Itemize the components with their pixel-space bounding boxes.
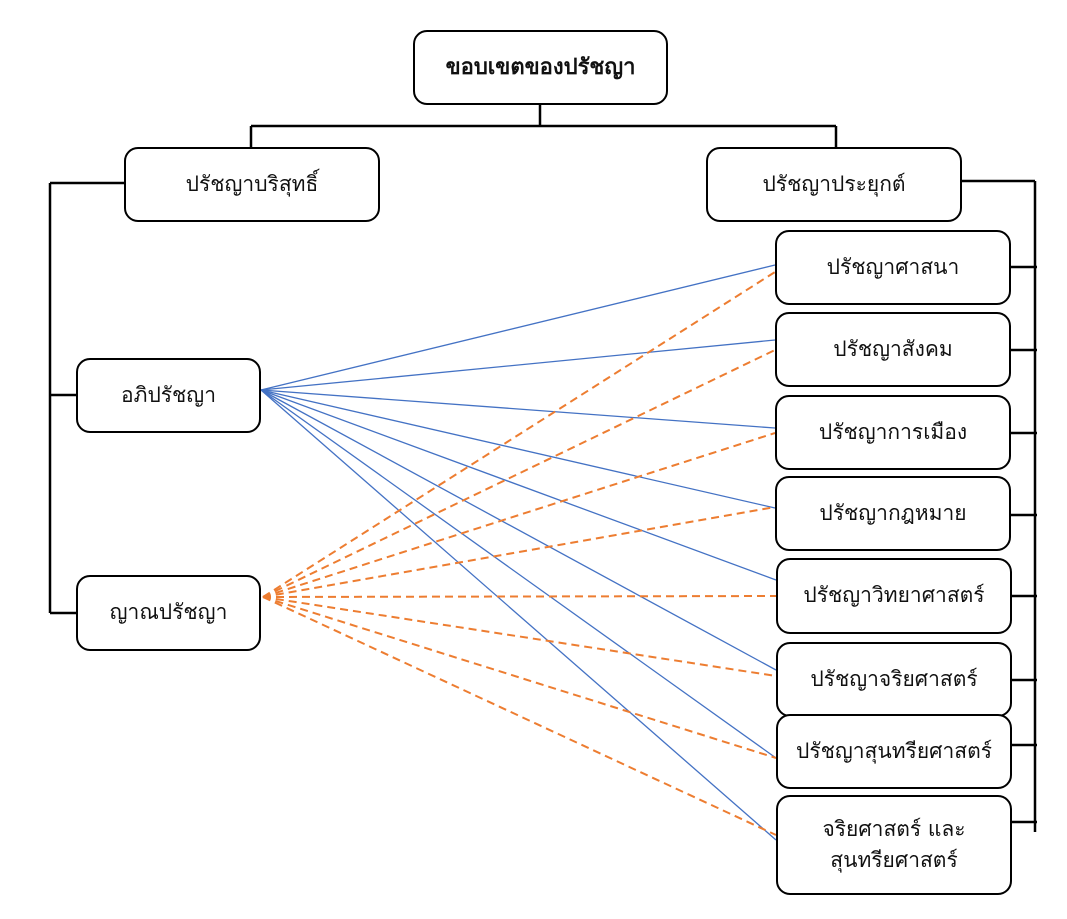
- metaphysics-link-line: [260, 264, 776, 391]
- node-box-philosophy-of-law: ปรัชญากฎหมาย: [775, 476, 1011, 551]
- node-label-metaphysics: อภิปรัชญา: [120, 382, 216, 407]
- epistemology-link-line: [262, 349, 776, 598]
- node-label-line-1: จริยศาสตร์ และ: [822, 816, 966, 841]
- root-label: ขอบเขตของปรัชญา: [445, 55, 636, 80]
- node-box-ethics-philosophy: ปรัชญาจริยศาสตร์: [776, 642, 1012, 717]
- node-box-philosophy-of-religion: ปรัชญาศาสนา: [775, 230, 1011, 305]
- node-label: ปรัชญากฎหมาย: [819, 500, 967, 525]
- metaphysics-link-line: [260, 389, 777, 759]
- branch-box-pure-philosophy: ปรัชญาบริสุทธิ์: [124, 147, 380, 222]
- epistemology-link-line: [262, 506, 776, 598]
- epistemology-link-line: [262, 596, 777, 759]
- node-label-epistemology: ญาณปรัชญา: [109, 600, 228, 625]
- branch-box-applied-philosophy: ปรัชญาประยุกต์: [706, 147, 962, 222]
- metaphysics-link-line: [260, 389, 777, 581]
- node-label-line-2: สุนทรียศาสตร์: [830, 848, 958, 872]
- epistemology-link-line: [262, 595, 777, 598]
- node-box-philosophy-of-science: ปรัชญาวิทยาศาสตร์: [776, 558, 1012, 634]
- epistemology-link-line: [262, 596, 777, 677]
- node-label: ปรัชญาสุนทรียศาสตร์: [795, 738, 992, 763]
- node-label: ปรัชญาการเมือง: [818, 419, 968, 444]
- node-box-ethics-and-aesthetics: จริยศาสตร์ และ สุนทรียศาสตร์: [776, 795, 1012, 895]
- branch-label-applied: ปรัชญาประยุกต์: [762, 171, 906, 196]
- node-label: ปรัชญาจริยศาสตร์: [810, 666, 978, 691]
- node-label: ปรัชญาศาสนา: [826, 254, 960, 279]
- node-box-epistemology: ญาณปรัชญา: [76, 575, 261, 651]
- root-box-scope-of-philosophy: ขอบเขตของปรัชญา: [413, 30, 668, 105]
- node-box-political-philosophy: ปรัชญาการเมือง: [775, 395, 1011, 470]
- epistemology-link-line: [262, 271, 776, 598]
- metaphysics-link-line: [260, 389, 777, 671]
- metaphysics-link-line: [260, 389, 776, 429]
- node-box-metaphysics: อภิปรัชญา: [76, 358, 261, 433]
- node-label: ปรัชญาสังคม: [833, 336, 953, 361]
- metaphysics-link-line: [260, 339, 776, 391]
- branch-label-pure: ปรัชญาบริสุทธิ์: [185, 171, 319, 196]
- metaphysics-link-line: [260, 389, 776, 509]
- epistemology-link-line: [262, 596, 777, 836]
- node-box-aesthetics-philosophy: ปรัชญาสุนทรียศาสตร์: [776, 714, 1012, 789]
- node-label: ปรัชญาวิทยาศาสตร์: [803, 583, 985, 608]
- metaphysics-link-line: [260, 389, 777, 841]
- epistemology-link-line: [262, 432, 776, 598]
- node-box-social-philosophy: ปรัชญาสังคม: [775, 312, 1011, 387]
